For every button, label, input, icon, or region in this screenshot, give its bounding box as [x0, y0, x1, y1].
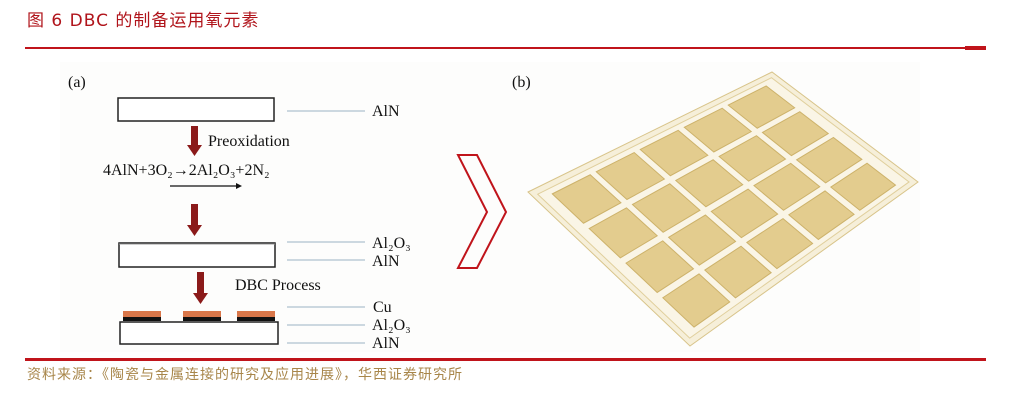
reaction-arrow-head: [236, 183, 242, 189]
layer-label-al2o3: Al₂O₃: [372, 317, 411, 334]
layer-label-aln: AlN: [372, 335, 400, 352]
copper-cell: [761, 111, 830, 157]
copper-cell: [639, 129, 709, 177]
copper-cell: [727, 85, 796, 129]
copper-cell: [588, 207, 659, 259]
copper-cell: [787, 190, 855, 241]
panel-a-label: (a): [68, 74, 86, 91]
figure-title: 图 6 DBC 的制备运用氧元素: [27, 11, 260, 31]
arrow-down-icon-head: [193, 293, 208, 304]
aln-substrate: [117, 97, 275, 122]
reaction-equation: 4AlN+3O₂→2Al₂O₃+2N₂: [103, 162, 270, 179]
copper-cell: [683, 107, 753, 153]
copper-pads: [123, 311, 275, 321]
copper-cell: [745, 217, 814, 270]
copper-cell: [667, 214, 737, 266]
dbc-board-photo: [527, 71, 919, 347]
arrow-down-icon-head: [187, 145, 202, 156]
copper-cell: [704, 245, 772, 299]
copper-cell: [674, 159, 744, 208]
copper-cell: [595, 151, 666, 201]
layer-label-aln: AlN: [372, 253, 400, 270]
step-dbc-process: DBC Process: [235, 277, 321, 294]
arrow-down-icon: [191, 126, 198, 146]
copper-cell: [718, 135, 787, 182]
step-preoxidation: Preoxidation: [208, 133, 290, 150]
layer-label-aln: AlN: [372, 103, 400, 120]
copper-cell: [631, 183, 701, 233]
copper-cell: [710, 188, 779, 239]
oxidized-substrate: [118, 242, 276, 268]
panel-b-label: (b): [512, 74, 531, 91]
footer-divider: [25, 358, 986, 361]
header-divider-accent: [965, 46, 986, 50]
chevron-right-icon: [456, 154, 508, 269]
copper-cell: [829, 162, 897, 211]
arrow-down-icon: [191, 204, 198, 226]
copper-cell: [551, 174, 622, 224]
dbc-substrate: [119, 321, 279, 345]
source-note: 资料来源：《陶瓷与金属连接的研究及应用进展》，华西证券研究所: [27, 367, 463, 383]
copper-cell: [795, 136, 863, 184]
copper-cell: [753, 162, 821, 211]
arrow-down-icon-head: [187, 225, 202, 236]
copper-cell: [625, 240, 695, 294]
layer-label-cu: Cu: [373, 299, 392, 316]
panel-a: (a) AlN Preoxidation 4AlN+3O₂→2Al₂O₃+2N₂…: [68, 74, 411, 352]
arrow-down-icon: [197, 272, 204, 294]
layer-label-al2o3: Al₂O₃: [372, 235, 411, 252]
copper-cell: [662, 273, 731, 328]
header-divider: [25, 47, 965, 49]
